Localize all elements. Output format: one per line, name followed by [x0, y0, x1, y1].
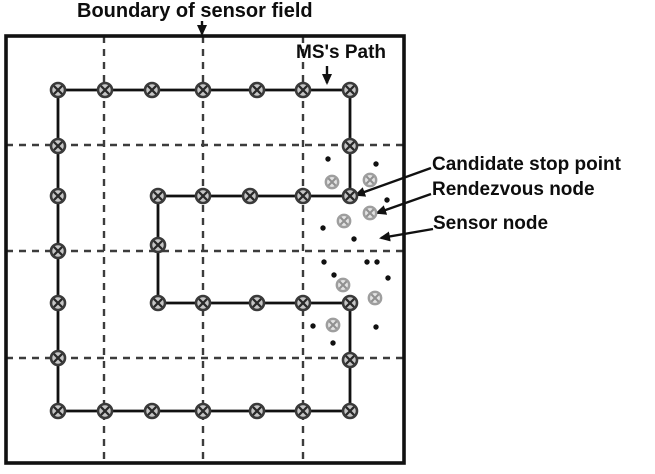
candidate-stop-point-marker — [49, 81, 67, 99]
sensor-node-dot — [331, 272, 337, 278]
candidate-stop-point-marker — [341, 294, 359, 312]
candidate-stop-point-marker — [149, 187, 167, 205]
rendezvous-pointer-arrow — [375, 192, 432, 215]
candidate-stop-point-marker — [49, 242, 67, 260]
sensor-node-dot — [373, 161, 379, 167]
candidate-stop-point-marker — [194, 187, 212, 205]
boundary-of-sensor-field-label: Boundary of sensor field — [77, 0, 313, 22]
candidate-stop-point-marker — [149, 236, 167, 254]
sensor-node-dot — [321, 259, 327, 265]
rendezvous-node-marker — [324, 174, 340, 190]
candidate-stop-point-marker — [248, 81, 266, 99]
candidate-stop-point-marker — [341, 137, 359, 155]
candidate-stop-point-marker — [294, 187, 312, 205]
candidate-stop-point-marker — [294, 294, 312, 312]
candidate-stop-point-marker — [96, 81, 114, 99]
candidate-stop-point-marker — [143, 402, 161, 420]
sensor-node-dot — [384, 197, 390, 203]
candidate-stop-point-marker — [49, 294, 67, 312]
sensor-field-boundary — [4, 34, 406, 465]
rendezvous-node-marker — [362, 205, 378, 221]
sensor-node-dot — [325, 156, 331, 162]
candidate-stop-point-label: Candidate stop point — [432, 154, 621, 175]
candidate-stop-point-marker — [194, 402, 212, 420]
rendezvous-node-marker — [336, 213, 352, 229]
candidate-stop-point-marker — [341, 187, 359, 205]
candidate-stop-point-marker — [294, 402, 312, 420]
candidate-stop-point-marker — [248, 402, 266, 420]
sensor-node-dot — [374, 259, 380, 265]
candidate-stop-point-marker — [194, 81, 212, 99]
candidate-stop-point-marker — [241, 187, 259, 205]
candidate-stop-point-marker — [49, 187, 67, 205]
candidate-stop-point-marker — [149, 294, 167, 312]
rendezvous-node-label: Rendezvous node — [432, 179, 595, 200]
ms-path-label: MS's Path — [296, 42, 387, 63]
sensor-pointer-arrow — [379, 227, 434, 242]
candidate-stop-point-marker — [96, 402, 114, 420]
candidate-stop-point-marker — [194, 294, 212, 312]
candidate-stop-point-marker — [341, 81, 359, 99]
candidate-stop-point-marker — [341, 402, 359, 420]
sensor-node-dot — [320, 225, 326, 231]
candidate-stop-point-marker — [49, 402, 67, 420]
candidate-stop-point-marker — [49, 349, 67, 367]
candidate-stop-point-marker — [341, 351, 359, 369]
candidate-pointer-arrow — [354, 166, 432, 197]
sensor-node-dot — [385, 275, 391, 281]
candidate-stop-point-marker — [294, 81, 312, 99]
sensor-node-dot — [351, 236, 357, 242]
rendezvous-node-marker — [335, 277, 351, 293]
sensor-node-dot — [330, 340, 336, 346]
candidate-stop-point-marker — [49, 137, 67, 155]
rendezvous-node-marker — [325, 317, 341, 333]
sensor-node-dot — [373, 324, 379, 330]
sensor-node-label: Sensor node — [433, 213, 549, 234]
rendezvous-node-marker — [367, 290, 383, 306]
candidate-stop-point-marker — [143, 81, 161, 99]
sensor-node-dot — [364, 259, 370, 265]
sensor-node-dot — [310, 323, 316, 329]
candidate-stop-point-marker — [248, 294, 266, 312]
rendezvous-node-marker — [362, 172, 378, 188]
